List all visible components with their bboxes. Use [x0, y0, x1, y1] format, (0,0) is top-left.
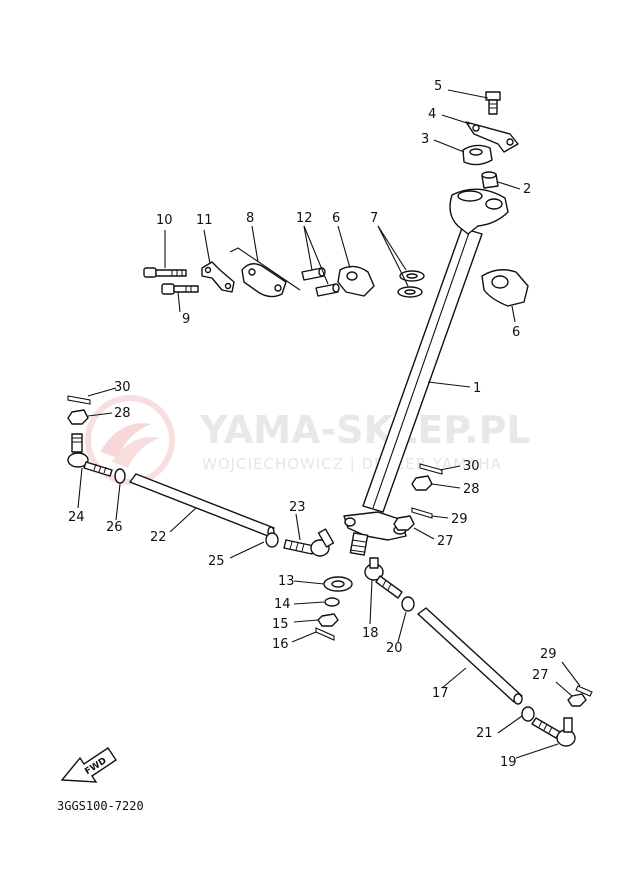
callout-27-lower: 27: [532, 668, 549, 683]
callout-14: 14: [274, 597, 291, 612]
callout-24: 24: [68, 510, 85, 525]
watermark-subtitle: WOJCIECHOWICZ | DEALER YAMAHA: [202, 455, 502, 473]
callout-30-right: 30: [463, 459, 480, 474]
callout-6-left: 6: [332, 211, 340, 226]
callout-9: 9: [182, 312, 190, 327]
part-17-tie-rod-right: [417, 607, 523, 705]
part-11-bracket: [201, 261, 235, 293]
callout-28-right: 28: [463, 482, 480, 497]
diagram-code: 3GGS100-7220: [57, 799, 144, 813]
part-23-tie-rod-end-center: [283, 528, 335, 557]
part-7-washers: [397, 270, 425, 298]
callout-7: 7: [370, 211, 378, 226]
callout-20: 20: [386, 641, 403, 656]
callout-10: 10: [156, 213, 173, 228]
part-18-tie-rod-end-right: [364, 557, 403, 599]
callout-6-right: 6: [512, 325, 520, 340]
part-19-tie-rod-end-outer: [531, 717, 576, 747]
part-28-nut-left: [67, 409, 89, 425]
part-27-nut-right-upper: [393, 515, 415, 531]
callout-21: 21: [476, 726, 493, 741]
part-3-collar: [462, 144, 493, 166]
part-2-bushing: [481, 171, 499, 189]
part-9-bolt: [161, 283, 199, 295]
part-22-tie-rod-left: [129, 473, 275, 538]
part-12-collars: [301, 267, 340, 297]
part-6-holder-right: [481, 269, 529, 307]
callout-25: 25: [208, 554, 225, 569]
part-20-locknut-right: [401, 596, 415, 612]
part-6-holder-left: [337, 265, 375, 297]
part-25-locknut-center-left: [265, 532, 279, 548]
part-10-bolt: [143, 267, 187, 278]
callout-16: 16: [272, 637, 289, 652]
callout-28-left: 28: [114, 406, 131, 421]
callout-12: 12: [296, 211, 313, 226]
part-16-cotter-pin: [315, 627, 335, 641]
part-4-lock-plate: [465, 121, 519, 153]
leader-lines: [77, 89, 581, 759]
callout-4: 4: [428, 107, 436, 122]
part-29-cotter-pin-right-upper: [411, 507, 433, 519]
callout-2: 2: [523, 182, 531, 197]
callout-5: 5: [434, 79, 442, 94]
watermark: YAMA-SKLEP.PL WOJCIECHOWICZ | DEALER YAM…: [85, 395, 531, 485]
callout-13: 13: [278, 574, 295, 589]
fwd-arrow-icon: FWD: [60, 747, 117, 783]
part-27-nut-right-lower: [567, 693, 587, 707]
part-29-cotter-pin-right-lower: [575, 685, 593, 697]
part-steering-column: [343, 188, 509, 556]
part-14-washer: [324, 597, 340, 607]
part-8-link: [229, 247, 301, 298]
part-30-cotter-pin-left: [67, 395, 91, 405]
part-28-nut-right: [411, 475, 433, 491]
callout-1: 1: [473, 381, 481, 396]
part-30-cotter-pin-right: [419, 463, 443, 475]
callout-23: 23: [289, 500, 306, 515]
part-24-tie-rod-end-left: [67, 433, 113, 477]
callout-15: 15: [272, 617, 289, 632]
parts-13-16-hardware: [315, 576, 353, 641]
part-5-bolt: [485, 91, 501, 115]
callout-11: 11: [196, 213, 213, 228]
callout-3: 3: [421, 132, 429, 147]
parts-upper-cluster: [143, 247, 425, 298]
part-15-nut: [317, 613, 339, 627]
callout-22: 22: [150, 530, 167, 545]
part-26-locknut-left: [114, 468, 126, 484]
callout-18: 18: [362, 626, 379, 641]
callout-29-upper: 29: [451, 512, 468, 527]
callout-26: 26: [106, 520, 123, 535]
callout-27-upper: 27: [437, 534, 454, 549]
watermark-title: YAMA-SKLEP.PL: [199, 408, 531, 452]
callout-30-left: 30: [114, 380, 131, 395]
callout-8: 8: [246, 211, 254, 226]
callout-19: 19: [500, 755, 517, 770]
callout-labels: 5 4 3 2 1 10 11 8 12 6 7 9 6 30 28 24 26…: [68, 79, 557, 770]
part-21-locknut-right-lower: [521, 706, 535, 722]
callout-17: 17: [432, 686, 449, 701]
callout-29-lower: 29: [540, 647, 557, 662]
